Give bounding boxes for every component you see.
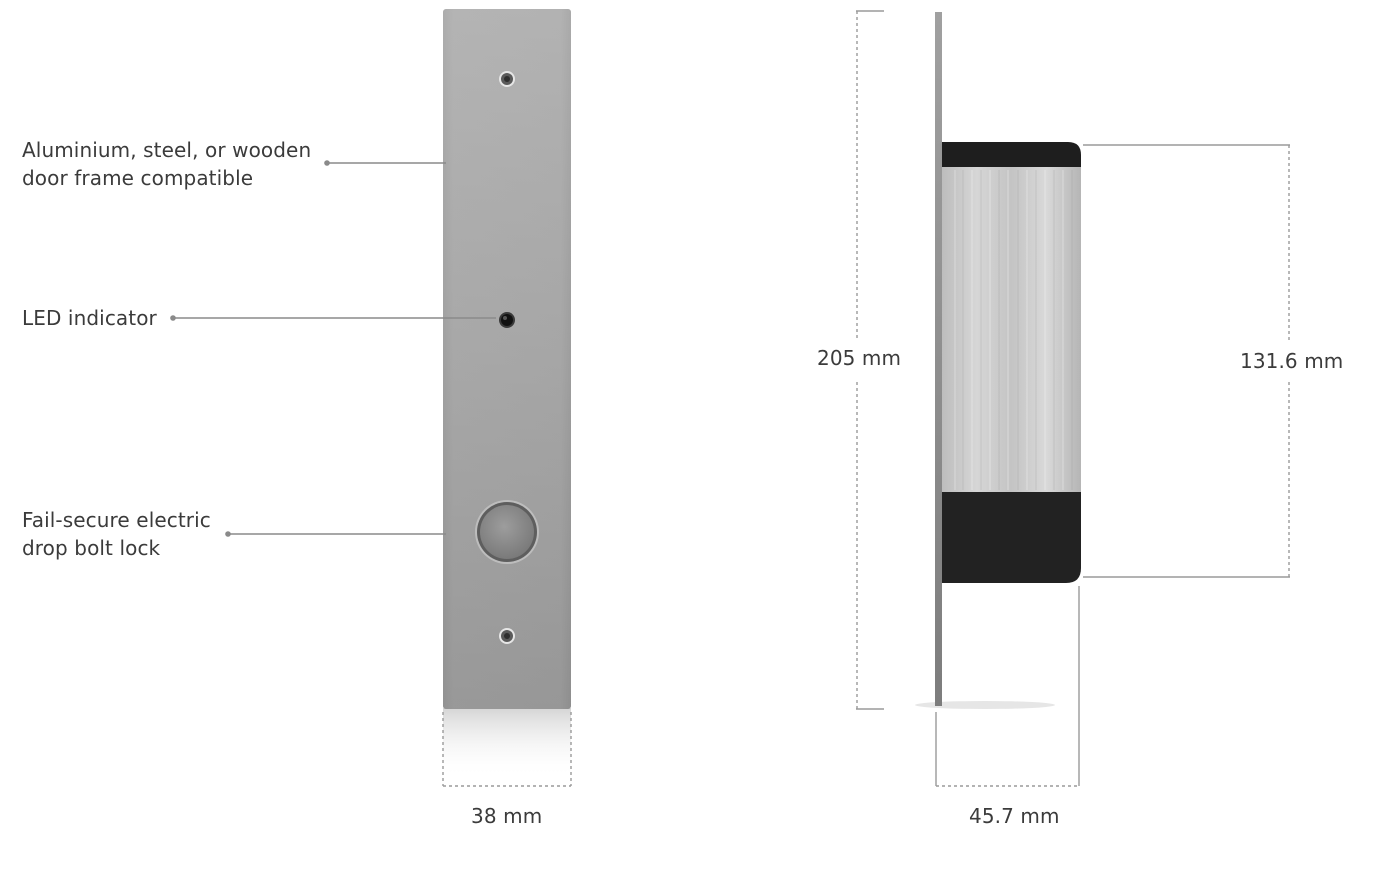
callout-led-line1: LED indicator bbox=[22, 306, 157, 330]
leader-dot-lock bbox=[225, 531, 231, 537]
top-screw-icon bbox=[499, 71, 515, 87]
front-view bbox=[442, 9, 572, 787]
bottom-screw-icon bbox=[499, 628, 515, 644]
housing-bottom-block bbox=[942, 492, 1081, 583]
lock-bolt-icon bbox=[475, 500, 539, 564]
callout-lock-line1: Fail-secure electric bbox=[22, 508, 211, 532]
callout-lock-line2: drop bolt lock bbox=[22, 536, 161, 560]
body-height-label: 131.6 mm bbox=[1240, 349, 1344, 373]
depth-dimension bbox=[935, 586, 1080, 787]
callout-led-indicator: LED indicator bbox=[22, 304, 157, 332]
callout-drop-bolt-lock: Fail-secure electric drop bolt lock bbox=[22, 506, 211, 562]
housing-top-cap bbox=[942, 142, 1081, 167]
housing-brushed-body bbox=[942, 167, 1081, 492]
callout-frame-line1: Aluminium, steel, or wooden bbox=[22, 138, 312, 162]
front-width-label: 38 mm bbox=[471, 804, 543, 828]
front-width-dimension bbox=[442, 712, 572, 787]
overall-height-label: 205 mm bbox=[817, 346, 902, 370]
callout-frame-compatibility: Aluminium, steel, or wooden door frame c… bbox=[22, 136, 311, 192]
front-shadow bbox=[443, 708, 571, 778]
overall-height-dimension bbox=[856, 10, 884, 710]
depth-label: 45.7 mm bbox=[969, 804, 1060, 828]
body-height-dimension bbox=[1083, 144, 1290, 578]
leader-dot-frame bbox=[324, 160, 330, 166]
leader-dot-led bbox=[170, 315, 176, 321]
led-indicator-icon bbox=[499, 312, 515, 328]
side-view bbox=[915, 12, 1081, 709]
side-plate-edge bbox=[935, 12, 942, 706]
callout-frame-line2: door frame compatible bbox=[22, 166, 254, 190]
callout-leaders bbox=[173, 162, 496, 535]
